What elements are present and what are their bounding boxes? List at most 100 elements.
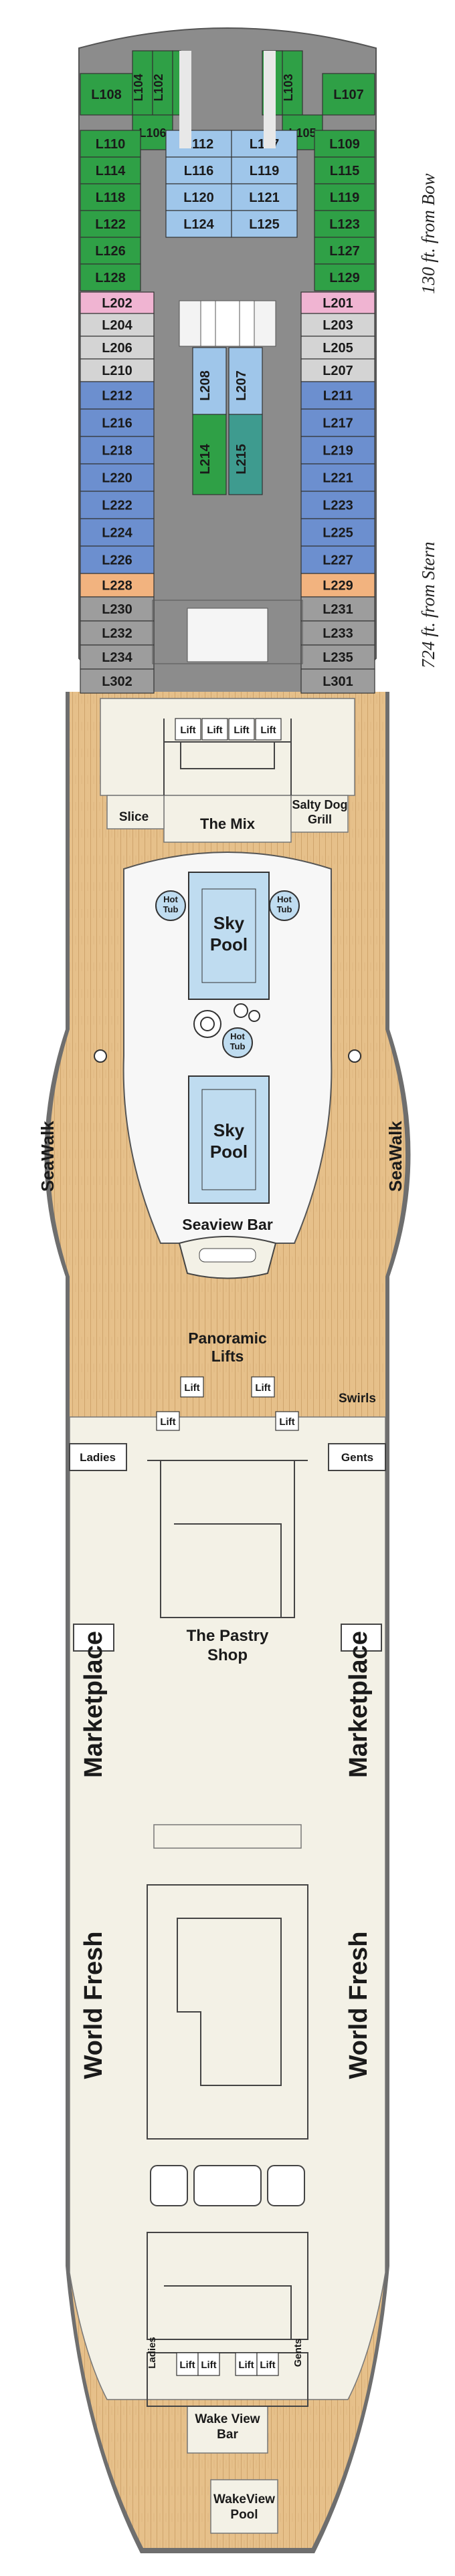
cabin-label: L207 (234, 370, 249, 401)
cabin-l226 (80, 545, 155, 574)
cabin-label: L103 (282, 74, 295, 101)
cabin-l102 (152, 50, 173, 116)
cabin-label: L205 (323, 341, 353, 356)
cabin-label: L107 (333, 88, 364, 102)
cabin-label: L126 (95, 244, 126, 259)
cabin-label: L235 (323, 650, 353, 665)
cabin-l218 (80, 436, 155, 465)
cabin-label: L225 (323, 526, 353, 541)
cabin-label: L214 (198, 443, 213, 474)
lift-label: Lift (160, 1416, 175, 1428)
lift-box (197, 2352, 220, 2376)
cabin-l125 (231, 210, 298, 238)
cabin-l222 (80, 491, 155, 519)
cabin-label: L215 (234, 444, 249, 475)
hot-tub-label: Hot (230, 1031, 245, 1041)
cabin-label: L234 (102, 650, 132, 665)
lift-box (255, 718, 282, 741)
lift-label: Lift (260, 725, 276, 736)
hot-tub-center (222, 1027, 253, 1058)
cabin-l225 (300, 518, 375, 547)
cabin-l230 (80, 596, 155, 622)
cabin-l301 (300, 668, 375, 694)
sky-pool-label: Sky (213, 913, 245, 933)
wakeview-pool-label: WakeView (213, 2492, 275, 2506)
hot-tub-right (269, 890, 300, 921)
cabin-label: L224 (102, 526, 132, 541)
sky-pool-label: Pool (210, 1142, 248, 1162)
cabin-label: L229 (323, 579, 353, 594)
cabin-label: L210 (102, 364, 132, 378)
lift-label: Lift (279, 1416, 294, 1428)
the-mix-label: The Mix (200, 815, 256, 832)
swirls-label: Swirls (339, 1392, 376, 1406)
ladies-aft-label: Ladies (147, 2337, 158, 2369)
ladies-label: Ladies (80, 1451, 116, 1464)
cabin-l108 (80, 73, 133, 116)
cabin-label: L230 (102, 602, 132, 617)
cabin-l207 (228, 347, 263, 415)
cabin-l208 (192, 347, 227, 415)
cabin-l119 (314, 183, 375, 211)
lift-box (175, 718, 201, 741)
cabin-label: L106 (139, 126, 166, 140)
cabin-label: L231 (323, 602, 353, 617)
cabin-l109 (314, 130, 375, 158)
lift-box (228, 718, 255, 741)
lift-box (251, 1376, 275, 1398)
wake-view-bar-label: Bar (217, 2428, 238, 2442)
gents-label: Gents (341, 1451, 373, 1464)
cabin-l123 (314, 210, 375, 238)
cabin-label: L124 (183, 217, 214, 232)
cabin-label: L129 (329, 271, 360, 285)
cabin-l227 (300, 545, 375, 574)
cabin-l103 (282, 50, 303, 116)
cabin-label: L217 (323, 416, 353, 431)
lift-label: Lift (238, 2359, 254, 2371)
cabin-label: L216 (102, 416, 132, 431)
hot-tub-left (155, 890, 186, 921)
cabin-l211 (300, 381, 375, 410)
cabin-l235 (300, 644, 375, 670)
cabin-label: L221 (323, 471, 353, 486)
cabin-l119 (231, 156, 298, 184)
lift-box (180, 1376, 204, 1398)
cabin-label: L301 (323, 674, 353, 689)
cabin-l231 (300, 596, 375, 622)
cabin-label: L206 (102, 341, 132, 356)
hot-tub-label: Tub (230, 1041, 246, 1051)
cabin-l127 (314, 237, 375, 265)
lift-label: Lift (184, 1382, 199, 1394)
cabin-l118 (80, 183, 141, 211)
cabin-label: L202 (102, 296, 132, 311)
cabin-l221 (300, 463, 375, 492)
cabin-l121 (231, 183, 298, 211)
cabin-l112 (165, 130, 232, 158)
seaview-bar-label: Seaview Bar (182, 1216, 273, 1233)
hot-tub-label: Hot (277, 894, 292, 904)
cabin-label: L108 (91, 88, 122, 102)
lift-label: Lift (260, 2359, 275, 2371)
cabin-label: L121 (249, 190, 280, 205)
cabin-label: L127 (329, 244, 360, 259)
gents-aft-label: Gents (292, 2339, 304, 2367)
lift-label: Lift (207, 725, 222, 736)
cabin-l120 (165, 183, 232, 211)
cabin-l220 (80, 463, 155, 492)
salty-dog-grill-label: Salty Dog (292, 798, 347, 811)
cabin-label: L218 (102, 444, 132, 459)
hot-tub-label: Tub (163, 904, 179, 914)
lift-label: Lift (179, 2359, 195, 2371)
cabin-l210 (80, 358, 155, 382)
cabin-l205 (300, 336, 375, 360)
sky-pool-label: Sky (213, 1120, 245, 1140)
cabin-label: L227 (323, 553, 353, 568)
salty-dog-grill-label: Grill (308, 813, 332, 826)
world-fresh-left-label: World Fresh (80, 1932, 108, 2079)
wake-view-bar-label: Wake View (195, 2412, 260, 2426)
hot-tub-label: Hot (163, 894, 178, 904)
cabin-l206 (80, 336, 155, 360)
cabin-l214 (192, 414, 227, 495)
cabin-label: L211 (323, 389, 353, 404)
marketplace-left-label: Marketplace (80, 1631, 108, 1778)
